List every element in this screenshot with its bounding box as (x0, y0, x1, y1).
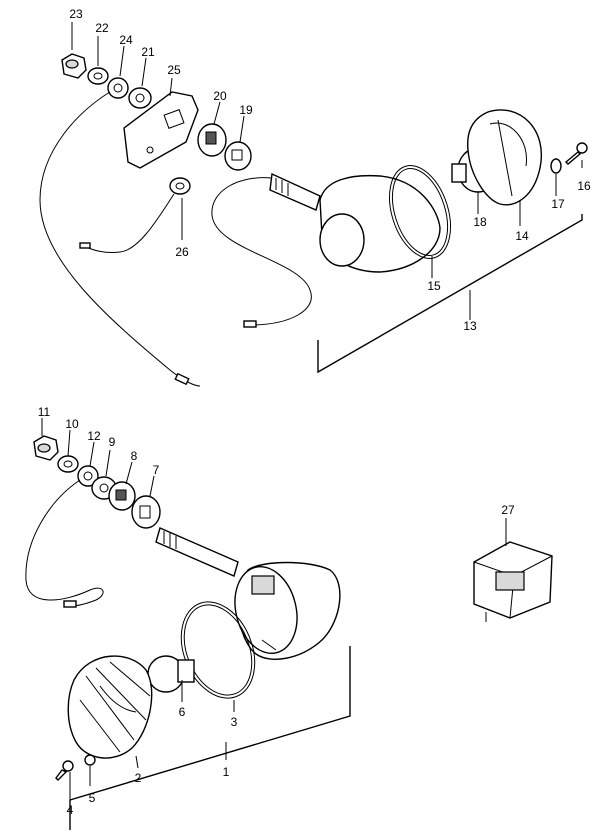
part-4-screw[interactable] (55, 760, 74, 781)
label-8: 8 (131, 449, 138, 463)
part-2-lens[interactable] (67, 655, 153, 759)
part-21-washer[interactable] (128, 87, 152, 109)
label-7: 7 (153, 463, 160, 477)
part-6-bulb[interactable] (147, 655, 195, 693)
label-4: 4 (67, 803, 74, 817)
label-18: 18 (473, 215, 487, 229)
part-19-grommet[interactable] (224, 141, 252, 171)
label-3: 3 (231, 715, 238, 729)
top-stem-wire-connector (243, 320, 257, 328)
bottom-wire (25, 479, 104, 607)
label-27: 27 (501, 503, 515, 517)
part-14-lens[interactable] (467, 109, 543, 206)
label-23: 23 (69, 7, 83, 21)
part-23-nut[interactable] (61, 53, 87, 79)
label-25: 25 (167, 63, 181, 77)
part-24-washer[interactable] (107, 77, 129, 99)
label-5: 5 (89, 791, 96, 805)
part-20-grommet[interactable] (197, 123, 227, 157)
part-7-grommet[interactable] (131, 495, 161, 529)
label-26: 26 (175, 245, 189, 259)
label-11: 11 (38, 405, 51, 419)
top-stem-wire (211, 177, 312, 326)
label-24: 24 (119, 33, 133, 47)
top-turn-signal-assembly (39, 53, 588, 387)
label-9: 9 (109, 435, 116, 449)
label-2: 2 (135, 771, 142, 785)
part-22-washer[interactable] (87, 67, 109, 85)
bottom-turn-signal-assembly (25, 435, 351, 830)
top-wire-connector (174, 372, 190, 386)
leader-lines (41, 22, 583, 800)
bottom-wire-connector (63, 600, 77, 608)
label-17: 17 (551, 197, 565, 211)
part-26-ground-wire[interactable] (79, 177, 191, 253)
label-16: 16 (577, 179, 591, 193)
label-15: 15 (427, 279, 441, 293)
part-1-housing[interactable] (155, 527, 341, 660)
part-labels: 23 22 24 21 25 20 19 18 17 16 14 26 15 1… (38, 7, 591, 817)
bracket-1 (69, 646, 351, 830)
part-10-washer[interactable] (57, 455, 79, 473)
part-25-bracket[interactable] (123, 91, 199, 169)
label-13: 13 (463, 319, 477, 333)
label-21: 21 (141, 45, 155, 59)
part-27-relay[interactable] (473, 541, 553, 622)
part-16-screw[interactable] (564, 142, 588, 165)
part-8-grommet[interactable] (108, 481, 136, 511)
bracket-13 (317, 214, 583, 374)
label-10: 10 (65, 417, 79, 431)
part-17-washer[interactable] (550, 158, 562, 174)
label-1: 1 (223, 765, 230, 779)
part-5-washer[interactable] (84, 754, 96, 766)
label-12: 12 (87, 429, 101, 443)
label-22: 22 (95, 21, 109, 35)
part-13-housing[interactable] (269, 172, 441, 273)
label-14: 14 (515, 229, 529, 243)
label-20: 20 (213, 89, 227, 103)
part-15-gasket[interactable] (379, 158, 462, 267)
part-11-nut[interactable] (33, 435, 59, 461)
label-6: 6 (179, 705, 186, 719)
part-12-washer[interactable] (77, 465, 99, 487)
label-19: 19 (239, 103, 253, 117)
